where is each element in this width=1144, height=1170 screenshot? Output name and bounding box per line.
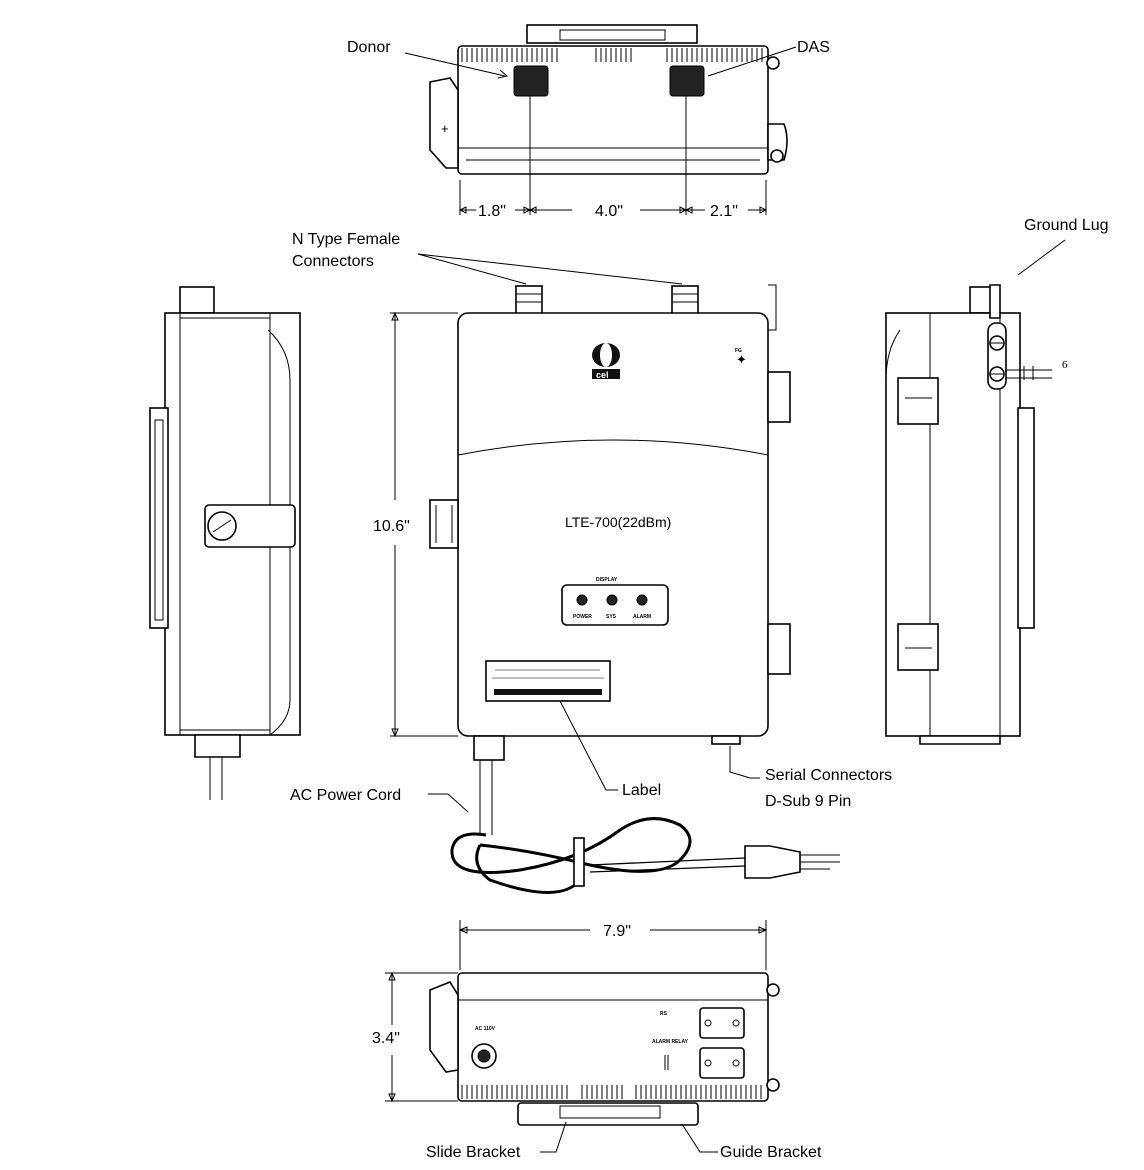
rs-connector <box>700 1008 744 1038</box>
label-callout: Label <box>622 782 661 799</box>
alarm-led <box>637 595 647 605</box>
svg-text:cel: cel <box>596 370 609 380</box>
n-type-label-2: Connectors <box>292 253 374 270</box>
ac-power-cord <box>452 819 840 893</box>
serial-label-2: D-Sub 9 Pin <box>765 793 851 810</box>
cel-logo-icon: cel <box>592 343 620 380</box>
donor-connector-top <box>514 66 548 96</box>
power-led <box>577 595 587 605</box>
led-power-label: POWER <box>573 614 592 620</box>
alarm-relay-label: ALARM RELAY <box>652 1039 689 1045</box>
front-view: cel FG ✦ LTE-700(22dBm) DISPLAY POWER SY… <box>290 231 892 893</box>
dim-top-right: 2.1" <box>710 203 738 220</box>
led-alarm-label: ALARM <box>633 614 651 620</box>
front-handle-left <box>430 500 458 548</box>
svg-text:✦: ✦ <box>736 352 747 367</box>
dim-height: 10.6" <box>373 518 410 535</box>
bottom-fins <box>462 1085 761 1099</box>
dim-lug-spacing: 6 <box>1062 359 1068 371</box>
das-connector-top <box>670 66 704 96</box>
bottom-view: 7.9" AC 110V RS ALARM RELAY 3.4" Slide B… <box>372 920 822 1161</box>
ac-in-label: AC 110V <box>475 1026 496 1032</box>
slide-bracket-label: Slide Bracket <box>426 1144 521 1161</box>
led-sys-label: SYS <box>606 614 617 620</box>
n-type-label-1: N Type Female <box>292 231 400 248</box>
dim-top-mid: 4.0" <box>595 203 623 220</box>
alarm-relay-connector <box>700 1048 744 1078</box>
guide-bracket-label: Guide Bracket <box>720 1144 822 1161</box>
model-label: LTE-700(22dBm) <box>565 514 671 530</box>
rs-label: RS <box>660 1011 668 1017</box>
ground-lug-label: Ground Lug <box>1024 217 1109 234</box>
svg-text:+: + <box>441 121 449 136</box>
left-side-view <box>150 287 300 800</box>
dim-depth: 3.4" <box>372 1030 400 1047</box>
sys-led <box>607 595 617 605</box>
serial-label-1: Serial Connectors <box>765 767 892 784</box>
das-label: DAS <box>797 39 830 56</box>
donor-label: Donor <box>347 39 391 56</box>
dim-width: 7.9" <box>603 923 631 940</box>
dim-top-left: 1.8" <box>478 203 506 220</box>
top-view: + Donor DAS 1.8" 4.0" 2.1" <box>347 25 830 220</box>
display-title: DISPLAY <box>596 577 618 583</box>
right-side-view: 6 Ground Lug <box>886 217 1109 744</box>
ac-power-cord-label: AC Power Cord <box>290 787 401 804</box>
